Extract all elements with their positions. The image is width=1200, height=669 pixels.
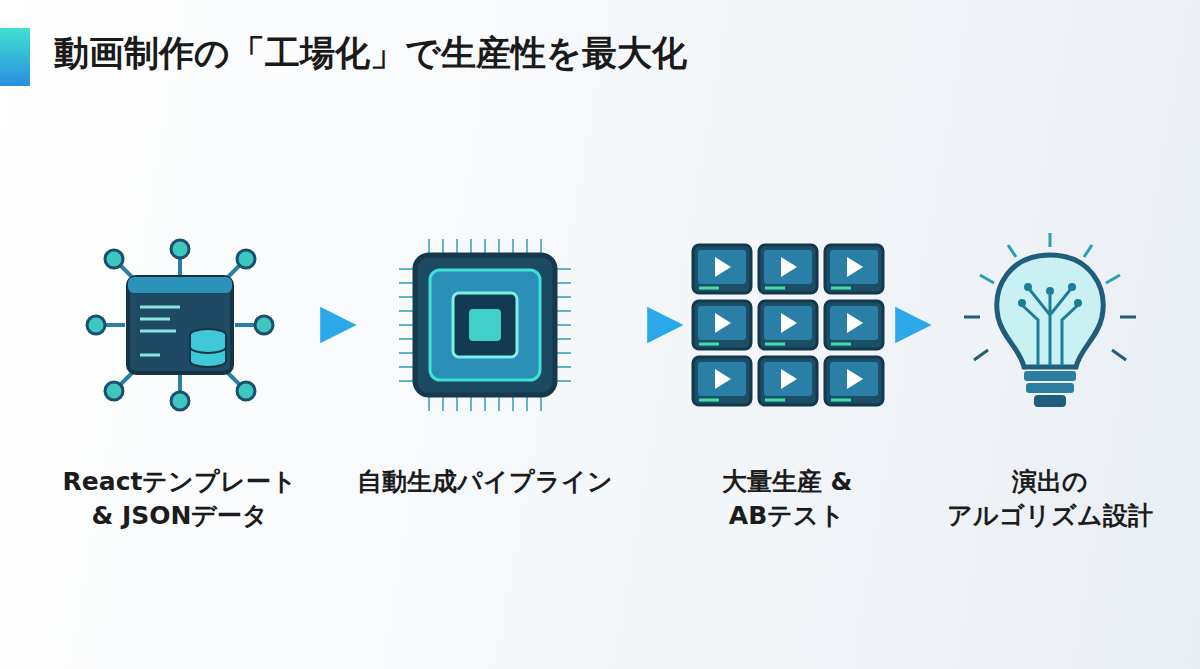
flow-arrow [899,318,917,332]
node-icon [80,225,280,425]
node-icon [950,225,1150,425]
node-label: Reactテンプレート & JSONデータ [55,465,305,533]
node-icon [687,225,887,425]
algorithm-design-node: 演出の アルゴリズム設計 [925,225,1175,533]
node-label: 演出の アルゴリズム設計 [928,465,1173,533]
pipeline-node: 自動生成パイプライン [350,225,620,499]
node-label: 自動生成パイプライン [357,465,613,499]
template-data-node: Reactテンプレート & JSONデータ [55,225,305,533]
node-icon [385,225,585,425]
flow-arrow [307,318,342,332]
flow-arrow [622,318,669,332]
node-label: 大量生産 & ABテスト [687,465,887,533]
mass-production-node: 大量生産 & ABテスト [677,225,897,533]
title-accent [0,28,30,86]
slide-title: 動画制作の「工場化」で生産性を最大化 [54,30,687,77]
